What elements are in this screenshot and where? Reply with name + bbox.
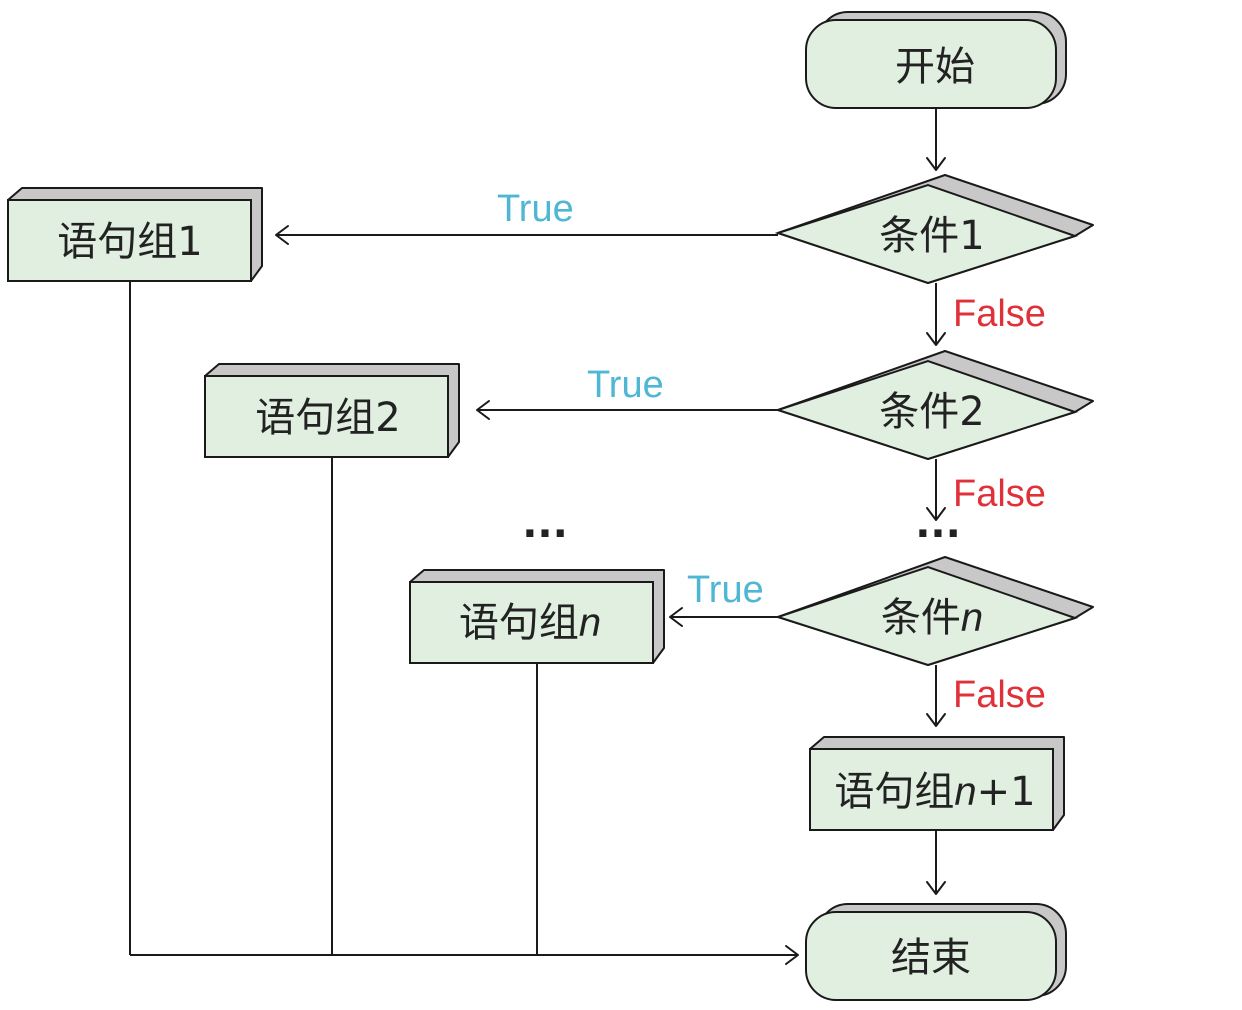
statement-block-n-plus-1-suffix: +1 — [977, 769, 1036, 815]
arrow-condition-1-false — [926, 283, 946, 346]
statement-block-n-label: 语句组n — [459, 600, 601, 646]
arrow-condition-2-true — [476, 400, 778, 420]
statement-block-n-prefix: 语句组 — [459, 600, 579, 646]
start-label: 开始 — [895, 44, 975, 90]
ellipsis-left: ··· — [522, 511, 568, 557]
arrow-condition-n-false — [926, 665, 946, 727]
end-node: 结束 — [805, 903, 1067, 1001]
statement-block-n-node: 语句组n — [409, 569, 665, 664]
statement-block-1-label: 语句组1 — [57, 219, 202, 265]
statement-block-n-plus-1-prefix: 语句组 — [834, 769, 954, 815]
statement-block-n-plus-1-var: n — [954, 770, 976, 814]
ellipsis-right: ··· — [915, 511, 961, 557]
condition-n-prefix: 条件 — [881, 595, 961, 641]
false-label-2: False — [953, 473, 1046, 515]
arrow-condition-n-true — [669, 607, 778, 627]
condition-2-label: 条件2 — [879, 389, 984, 435]
statement-block-2-node: 语句组2 — [204, 363, 460, 458]
arrow-block-n-plus-1-to-end — [926, 830, 946, 895]
arrow-start-to-condition-1 — [926, 108, 946, 171]
condition-n-label: 条件n — [881, 595, 983, 641]
condition-2-node: 条件2 — [774, 350, 1094, 461]
condition-1-label: 条件1 — [879, 213, 984, 259]
statement-block-n-plus-1-node: 语句组n+1 — [809, 736, 1065, 831]
condition-n-var: n — [961, 596, 983, 640]
end-label: 结束 — [891, 935, 971, 981]
condition-1-node: 条件1 — [774, 174, 1094, 285]
merge-lines-to-end — [129, 281, 799, 965]
arrow-condition-2-false — [926, 459, 946, 521]
true-label-2: True — [587, 364, 664, 406]
statement-block-2-label: 语句组2 — [255, 395, 400, 441]
false-label-1: False — [953, 293, 1046, 335]
statement-block-n-var: n — [579, 601, 601, 645]
arrow-condition-1-true — [275, 225, 778, 245]
statement-block-n-plus-1-label: 语句组n+1 — [834, 769, 1035, 815]
condition-n-node: 条件n — [774, 556, 1094, 667]
true-label-n: True — [687, 569, 764, 611]
false-label-n: False — [953, 674, 1046, 716]
true-label-1: True — [497, 188, 574, 230]
statement-block-1-node: 语句组1 — [7, 187, 263, 282]
start-node: 开始 — [805, 11, 1067, 109]
